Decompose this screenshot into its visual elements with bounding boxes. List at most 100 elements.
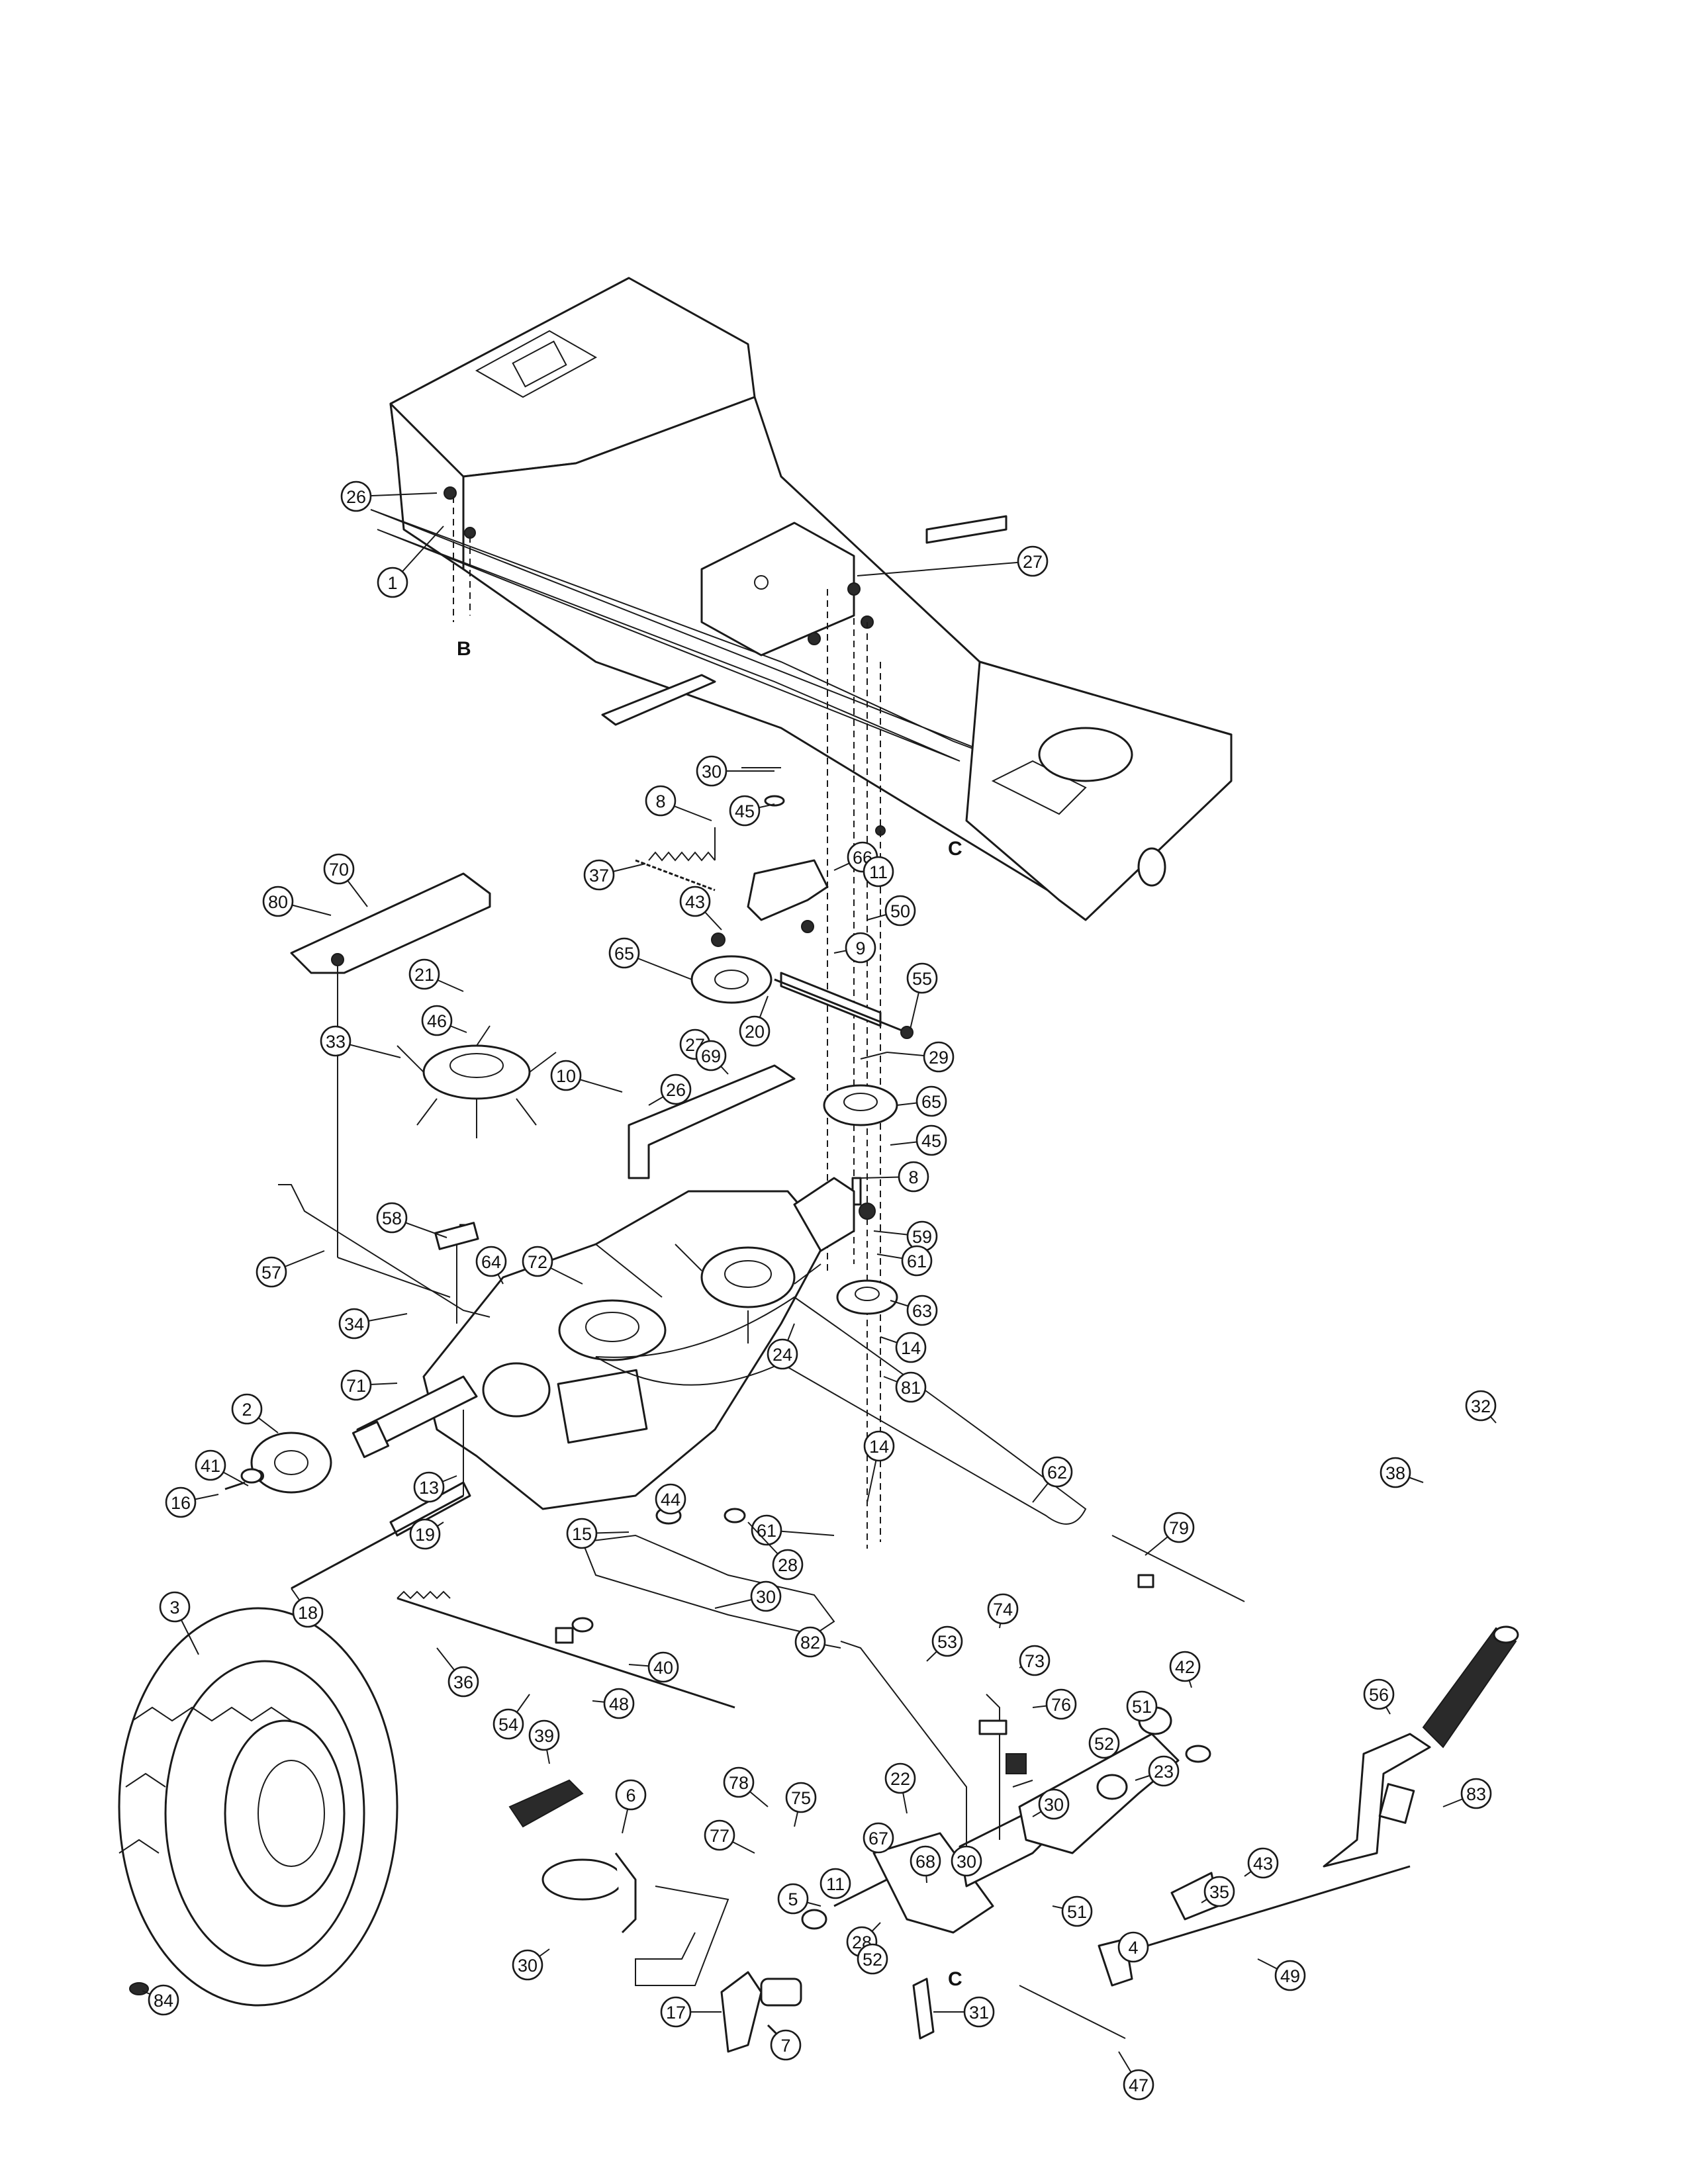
callout-78: 78: [723, 1766, 755, 1798]
callout-77: 77: [704, 1819, 735, 1851]
linkage-rod: [774, 978, 908, 1034]
callout-circle: [1203, 1876, 1235, 1907]
callout-circle: [528, 1719, 560, 1751]
idler-bracket-assembly: [635, 767, 882, 1066]
callout-circle: [1363, 1678, 1395, 1710]
callout-30: 30: [951, 1845, 982, 1877]
pivot-pin: [912, 1978, 935, 2040]
callout-62: 62: [1041, 1456, 1073, 1488]
callout-11: 11: [863, 856, 894, 887]
callout-13: 13: [413, 1471, 445, 1503]
callout-circle: [820, 1868, 851, 1899]
callout-number: 38: [1385, 1463, 1405, 1483]
callout-7: 7: [770, 2029, 802, 2061]
callout-number: 55: [912, 969, 932, 989]
callout-79: 79: [1163, 1512, 1195, 1543]
ref-letter-c-top: C: [948, 838, 962, 860]
callout-number: 43: [685, 892, 705, 912]
callout-circle: [679, 886, 711, 917]
ref-letter-b-top: B: [457, 638, 471, 660]
callout-number: 54: [498, 1715, 518, 1735]
callout-number: 9: [855, 938, 865, 958]
callout-75: 75: [785, 1782, 817, 1813]
callout-38: 38: [1380, 1457, 1411, 1488]
callout-leader-line: [857, 561, 1033, 576]
tractor-frame: [370, 277, 1233, 921]
callout-4: 4: [1117, 1931, 1149, 1963]
pedal-bracket: [720, 1971, 763, 2053]
callout-45: 45: [915, 1124, 947, 1156]
callout-15: 15: [566, 1518, 598, 1549]
callout-number: 43: [1253, 1854, 1273, 1874]
callout-28: 28: [772, 1549, 804, 1580]
callout-circle: [1045, 1688, 1077, 1720]
callout-number: 82: [800, 1633, 820, 1653]
callout-52: 52: [1088, 1727, 1120, 1759]
callout-3: 3: [159, 1591, 191, 1623]
callout-30: 30: [696, 755, 727, 787]
callout-circle: [338, 1308, 370, 1340]
callout-number: 70: [329, 860, 349, 880]
callout-circle: [1038, 1788, 1070, 1820]
callout-number: 6: [626, 1786, 635, 1805]
callout-number: 79: [1169, 1518, 1189, 1538]
callout-circle: [1274, 1960, 1306, 1991]
callout-76: 76: [1045, 1688, 1077, 1720]
callout-number: 17: [666, 2003, 686, 2023]
callout-number: 42: [1175, 1657, 1195, 1677]
callout-number: 83: [1466, 1784, 1486, 1804]
main-shaft: [1125, 1865, 1411, 1954]
callout-43: 43: [1247, 1847, 1279, 1879]
callout-69: 69: [695, 1040, 727, 1071]
callout-47: 47: [1123, 2069, 1154, 2101]
callout-number: 65: [921, 1092, 941, 1112]
callout-number: 27: [1023, 552, 1043, 572]
callout-number: 80: [268, 892, 288, 912]
callout-10: 10: [550, 1060, 582, 1091]
callout-57: 57: [256, 1256, 287, 1288]
callout-26: 26: [340, 480, 372, 512]
callout-number: 10: [556, 1066, 576, 1086]
callout-circle: [340, 1369, 372, 1401]
callout-circle: [750, 1580, 782, 1612]
callout-number: 47: [1129, 2075, 1149, 2095]
callout-number: 46: [427, 1011, 447, 1031]
callout-circle: [647, 1651, 679, 1683]
callout-circle: [262, 886, 294, 917]
tension-spring: [648, 851, 716, 862]
callout-circle: [603, 1688, 635, 1719]
callout-number: 28: [778, 1555, 798, 1575]
callout-circle: [1088, 1727, 1120, 1759]
callout-number: 68: [915, 1852, 935, 1872]
callout-number: 39: [534, 1726, 554, 1746]
pedal-mount-plate: [872, 1832, 994, 1934]
callout-number: 18: [298, 1603, 318, 1623]
callout-23: 23: [1148, 1755, 1180, 1787]
callout-number: 15: [572, 1524, 592, 1544]
callout-number: 24: [773, 1345, 792, 1365]
callout-number: 26: [666, 1080, 686, 1100]
ref-letter-c-bottom: C: [948, 1968, 962, 1990]
callout-58: 58: [376, 1202, 408, 1234]
callout-number: 2: [242, 1400, 252, 1420]
callout-circle: [447, 1666, 479, 1698]
callout-number: 40: [653, 1658, 673, 1678]
callout-circle: [923, 1041, 955, 1073]
callout-circle: [931, 1625, 963, 1657]
callout-number: 41: [201, 1456, 220, 1476]
callout-number: 1: [387, 573, 397, 593]
callout-number: 52: [1094, 1734, 1114, 1754]
callout-number: 7: [780, 2036, 790, 2056]
callout-64: 64: [475, 1246, 507, 1277]
callout-number: 52: [863, 1950, 882, 1970]
callout-circle: [863, 1822, 894, 1854]
drag-link-rod: [1019, 1985, 1126, 2039]
callout-8: 8: [898, 1161, 929, 1193]
callout-circle: [723, 1766, 755, 1798]
callout-circle: [884, 1762, 916, 1794]
callout-circle: [320, 1025, 352, 1057]
callout-number: 81: [901, 1378, 921, 1398]
callout-number: 64: [481, 1252, 501, 1272]
callout-circle: [910, 1845, 941, 1877]
callout-circle: [785, 1782, 817, 1813]
